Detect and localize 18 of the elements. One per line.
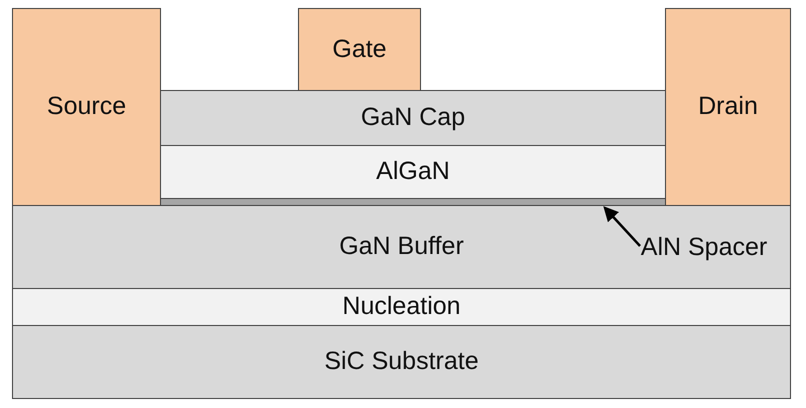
drain-contact [665,8,791,206]
layer-label: Source [46,93,126,121]
barrier-layer [160,145,666,199]
layer-label: GaN Cap [360,104,466,132]
layer-label: Drain [698,93,758,121]
layer-label: Gate [332,36,387,64]
layer-label: AlGaN [376,158,450,186]
layer-label: GaN Buffer [339,233,464,261]
buffer-layer [12,205,791,289]
source-contact [12,8,161,206]
cap-layer [160,90,666,146]
layer-label: SiC Substrate [324,348,479,376]
leader-line [603,206,641,247]
layer-label: AlN Spacer [640,234,768,262]
substrate-layer [12,325,791,399]
nucleation-layer [12,288,791,326]
gate-contact [298,8,421,91]
layer-label: Nucleation [342,293,461,321]
